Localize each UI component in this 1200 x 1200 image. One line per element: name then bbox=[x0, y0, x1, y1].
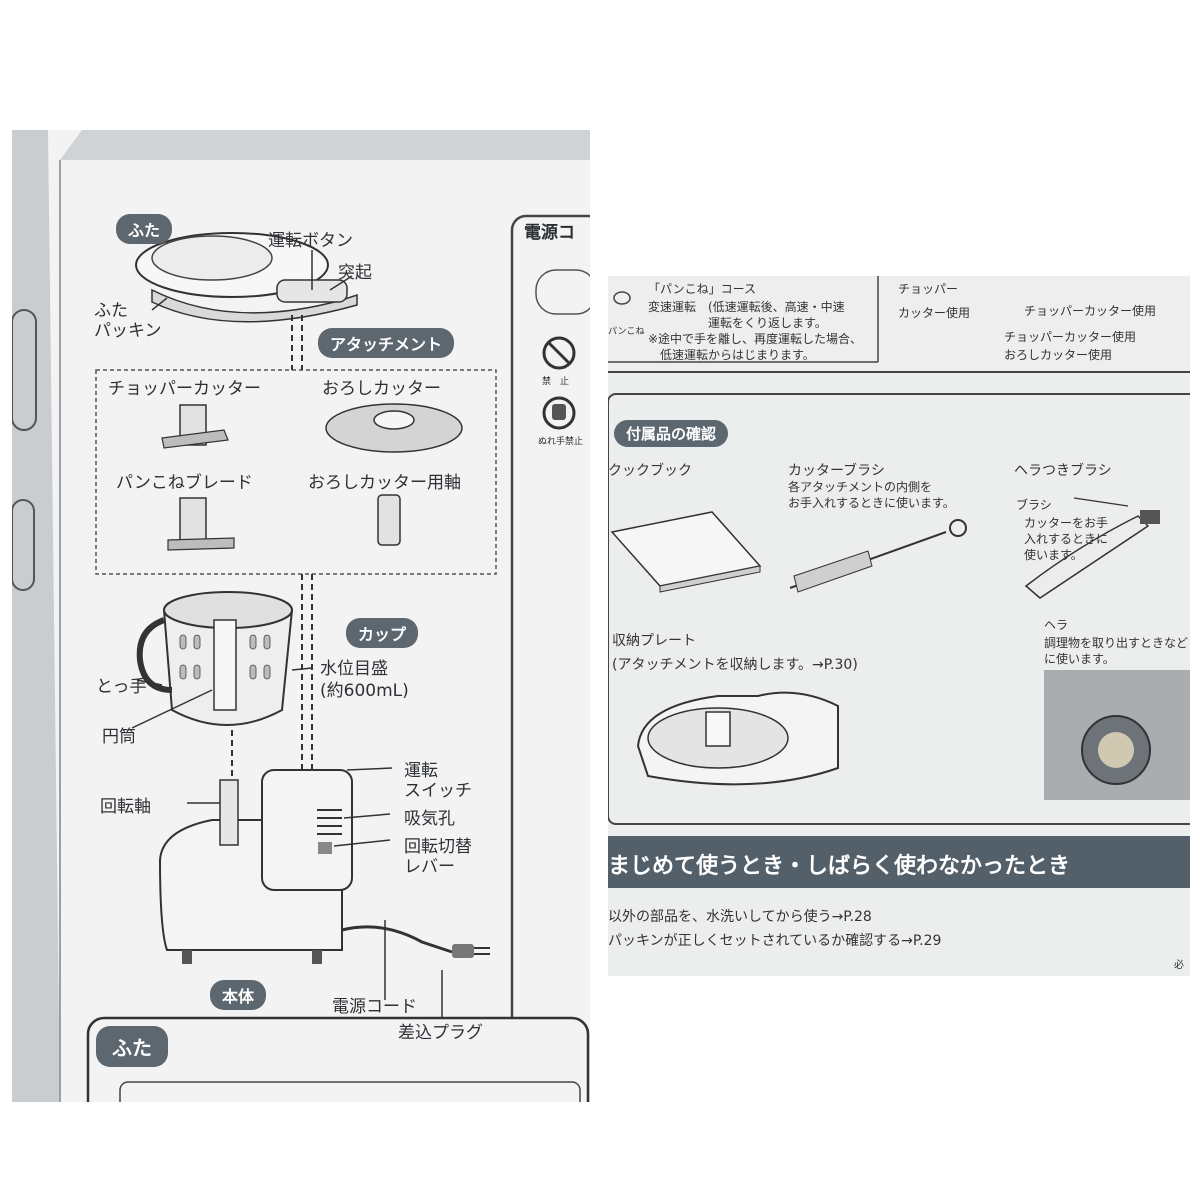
prohibit-icon bbox=[544, 338, 545, 339]
rotation-lever-label-2: レバー bbox=[404, 857, 455, 877]
note-text-1: ※途中で手を離し、再度運転した場合、 bbox=[648, 332, 863, 346]
water-level-label-1: 水位目盛 bbox=[320, 659, 388, 679]
air-intake-label: 吸気孔 bbox=[404, 809, 455, 829]
cutter-brush-desc-1: 各アタッチメントの内側を bbox=[788, 480, 933, 494]
spatula-label: ヘラ bbox=[1044, 618, 1069, 632]
cutter-brush-desc-2: お手入れするときに使います。 bbox=[788, 496, 955, 510]
power-cord-label: 電源コード bbox=[332, 997, 417, 1017]
run-switch-label-1: 運転 bbox=[404, 761, 438, 781]
storage-plate-label: 収納プレート bbox=[612, 633, 696, 649]
storage-plate-desc: (アタッチメントを収納します。→P.30) bbox=[612, 657, 858, 673]
bread-blade-label: パンこねブレード bbox=[116, 473, 253, 493]
right-page-illustration bbox=[608, 276, 1190, 888]
brush-label: ブラシ bbox=[1016, 498, 1052, 512]
cutter-use: カッター使用 bbox=[898, 306, 971, 320]
accessories-header: 付属品の確認 bbox=[614, 420, 729, 447]
brush-desc-3: 使います。 bbox=[1024, 548, 1083, 562]
grater-cutter-label: おろしカッター bbox=[322, 379, 441, 399]
protrusion-label: 突起 bbox=[338, 263, 372, 283]
right-manual-page: 「パンこね」コース 変速運転 (低速運転後、高速・中速 運転をくり返します。 ※… bbox=[608, 276, 1190, 976]
grater-shaft-label: おろしカッター用軸 bbox=[308, 473, 461, 493]
lid-packing-label-2: パッキン bbox=[94, 321, 162, 341]
spatula-desc-1: 調理物を取り出すときなど bbox=[1044, 636, 1189, 650]
cookbook-label: クックブック bbox=[608, 463, 692, 479]
course-label: 「パンこね」コース bbox=[648, 282, 757, 296]
lid-packing-label-1: ふた bbox=[94, 301, 128, 321]
col3-line3: おろしカッター使用 bbox=[1004, 348, 1113, 362]
brush-desc-1: カッターをお手 bbox=[1024, 516, 1109, 530]
bread-icon-caption: パンこね bbox=[608, 327, 645, 337]
col3-line1: チョッパーカッター使用 bbox=[1024, 304, 1157, 318]
handle-label: とっ手 bbox=[96, 677, 147, 697]
rotation-shaft-label: 回転軸 bbox=[100, 797, 151, 817]
chopper-partial: チョッパー bbox=[898, 282, 959, 296]
cutter-brush-label: カッターブラシ bbox=[788, 463, 885, 479]
step-1: 以外の部品を、水洗いしてから使う→P.28 bbox=[608, 909, 872, 925]
first-use-banner: まじめて使うとき・しばらく使わなかったとき bbox=[608, 854, 1071, 879]
cylinder-label: 円筒 bbox=[102, 727, 136, 747]
attachment-header: アタッチメント bbox=[318, 328, 455, 358]
left-page-illustration bbox=[12, 130, 590, 1102]
wet-hand-prohibited-icon bbox=[544, 398, 545, 399]
brush-desc-2: 入れするときに bbox=[1024, 532, 1109, 546]
left-manual-page: ふた 電源コ 運転ボタン 突起 ふた パッキン アタッチメント チョッパーカッタ… bbox=[12, 130, 590, 1102]
water-level-label-2: (約600mL) bbox=[320, 681, 409, 701]
note-text-2: 低速運転からはじまります。 bbox=[660, 348, 815, 362]
mode-text-2: 運転をくり返します。 bbox=[708, 316, 827, 330]
run-switch-label-2: スイッチ bbox=[404, 781, 472, 801]
wet-hand-icon-label: ぬれ手禁止 bbox=[538, 437, 584, 447]
lid-section-header: ふた bbox=[96, 1026, 168, 1067]
mode-text-1: (低速運転後、高速・中速 bbox=[708, 300, 845, 314]
chopper-cutter-label: チョッパーカッター bbox=[108, 379, 261, 399]
plug-label: 差込プラグ bbox=[398, 1023, 483, 1043]
power-section-header: 電源コ bbox=[524, 223, 575, 243]
step-2: パッキンが正しくセットされているか確認する→P.29 bbox=[608, 933, 942, 949]
spatula-desc-2: に使います。 bbox=[1044, 652, 1115, 666]
mode-label: 変速運転 bbox=[648, 300, 697, 314]
run-button-label: 運転ボタン bbox=[268, 231, 353, 251]
prohibit-icon-label: 禁 止 bbox=[542, 377, 570, 387]
cup-header: カップ bbox=[346, 618, 419, 648]
margin-mark: 必 bbox=[1174, 960, 1184, 971]
main-body-header: 本体 bbox=[210, 980, 267, 1010]
col3-line2: チョッパーカッター使用 bbox=[1004, 330, 1137, 344]
rotation-lever-label-1: 回転切替 bbox=[404, 837, 472, 857]
spatula-brush-label: ヘラつきブラシ bbox=[1014, 463, 1112, 479]
lid-header: ふた bbox=[116, 214, 173, 244]
